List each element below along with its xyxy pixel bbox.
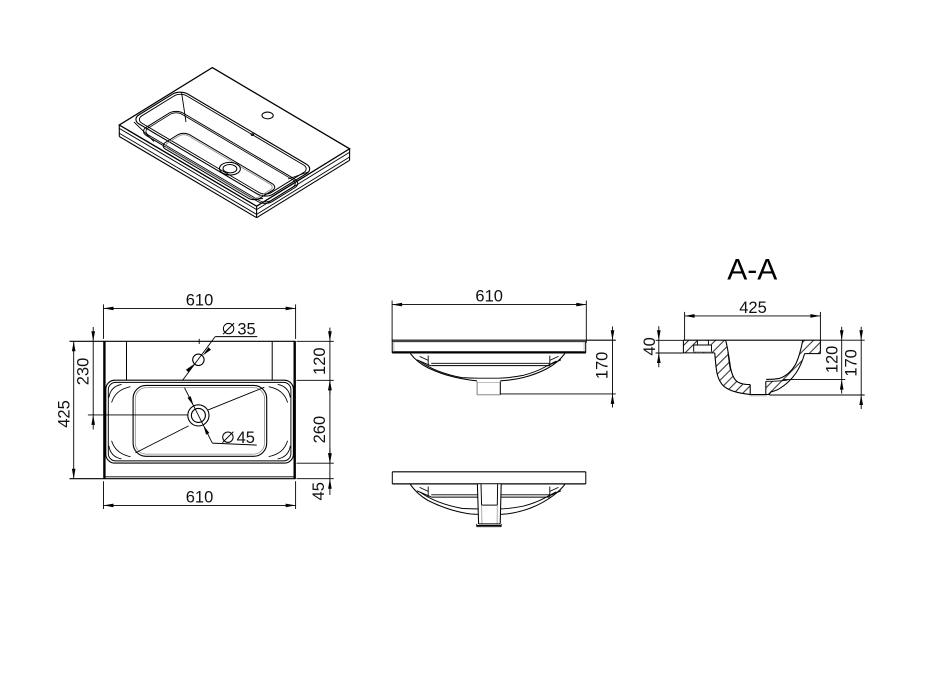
svg-text:A-A: A-A: [727, 253, 777, 286]
svg-text:45: 45: [237, 429, 255, 447]
svg-text:120: 120: [824, 346, 842, 374]
svg-text:425: 425: [55, 400, 73, 428]
svg-text:120: 120: [311, 347, 329, 375]
svg-text:260: 260: [311, 416, 329, 444]
svg-text:425: 425: [739, 299, 767, 317]
svg-text:610: 610: [475, 288, 503, 306]
svg-text:230: 230: [74, 358, 92, 386]
svg-text:40: 40: [641, 337, 659, 355]
svg-text:35: 35: [237, 320, 255, 338]
svg-text:610: 610: [186, 488, 214, 506]
svg-text:170: 170: [593, 352, 611, 380]
svg-text:610: 610: [186, 292, 214, 310]
svg-text:170: 170: [843, 349, 861, 377]
svg-text:45: 45: [310, 482, 328, 500]
